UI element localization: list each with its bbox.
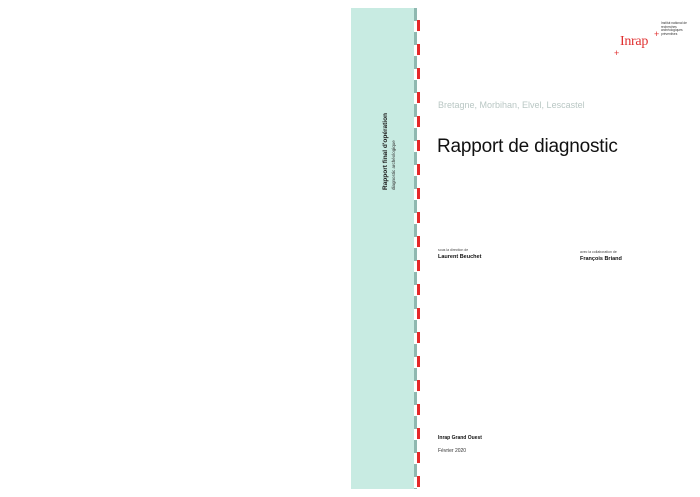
border-segment-teal	[414, 296, 417, 309]
border-segment-teal	[414, 368, 417, 381]
border-segment-red	[417, 452, 420, 463]
border-segment-teal	[414, 272, 417, 285]
spine-text: Rapport final d'opération diagnostic arc…	[360, 90, 410, 200]
collaboration-label: avec la collaboration de	[580, 250, 617, 254]
border-segment-red	[417, 140, 420, 151]
spine-band	[351, 8, 414, 489]
director-name: Laurent Beuchet	[438, 254, 482, 260]
border-segment-teal	[414, 344, 417, 357]
border-segment-teal	[414, 56, 417, 69]
border-segment-teal	[414, 200, 417, 213]
border-segment-red	[417, 212, 420, 223]
dashed-border	[414, 8, 421, 489]
border-segment-teal	[414, 152, 417, 165]
border-segment-red	[417, 236, 420, 247]
border-segment-teal	[414, 176, 417, 189]
border-segment-red	[417, 116, 420, 127]
site-location: Bretagne, Morbihan, Elvel, Lescastel	[438, 100, 585, 110]
logo-tagline: Institut national de recherches archéolo…	[661, 21, 687, 36]
border-segment-red	[417, 428, 420, 439]
border-segment-teal	[414, 80, 417, 93]
spine-subtitle: diagnostic archéologique	[391, 140, 396, 190]
border-segment-red	[417, 476, 420, 487]
border-segment-teal	[414, 320, 417, 333]
border-segment-teal	[414, 392, 417, 405]
border-segment-red	[417, 308, 420, 319]
border-segment-teal	[414, 224, 417, 237]
border-segment-teal	[414, 104, 417, 117]
border-segment-red	[417, 260, 420, 271]
border-segment-teal	[414, 440, 417, 453]
border-segment-red	[417, 20, 420, 31]
border-segment-red	[417, 164, 420, 175]
border-segment-teal	[414, 416, 417, 429]
border-segment-red	[417, 44, 420, 55]
report-title: Rapport de diagnostic	[437, 136, 618, 157]
border-segment-teal	[414, 32, 417, 45]
border-segment-red	[417, 188, 420, 199]
border-segment-teal	[414, 128, 417, 141]
border-segment-red	[417, 92, 420, 103]
border-segment-red	[417, 332, 420, 343]
organization-name: Inrap Grand Ouest	[438, 435, 482, 441]
border-segment-red	[417, 68, 420, 79]
border-segment-red	[417, 404, 420, 415]
border-segment-teal	[414, 248, 417, 261]
logo-wordmark: Inrap	[620, 34, 649, 49]
plus-mark-icon: +	[614, 48, 620, 58]
border-segment-teal	[414, 464, 417, 477]
border-segment-teal	[414, 8, 417, 21]
direction-label: sous la direction de	[438, 248, 469, 252]
border-segment-red	[417, 284, 420, 295]
border-segment-red	[417, 380, 420, 391]
inrap-logo: + + Inrap Institut national de recherche…	[614, 21, 687, 62]
publication-date: Février 2020	[438, 448, 467, 454]
collaborator-name: François Briand	[580, 256, 622, 262]
plus-mark-icon: +	[654, 29, 660, 39]
border-segment-teal	[414, 488, 417, 489]
spine-title: Rapport final d'opération	[382, 112, 389, 190]
border-segment-red	[417, 356, 420, 367]
